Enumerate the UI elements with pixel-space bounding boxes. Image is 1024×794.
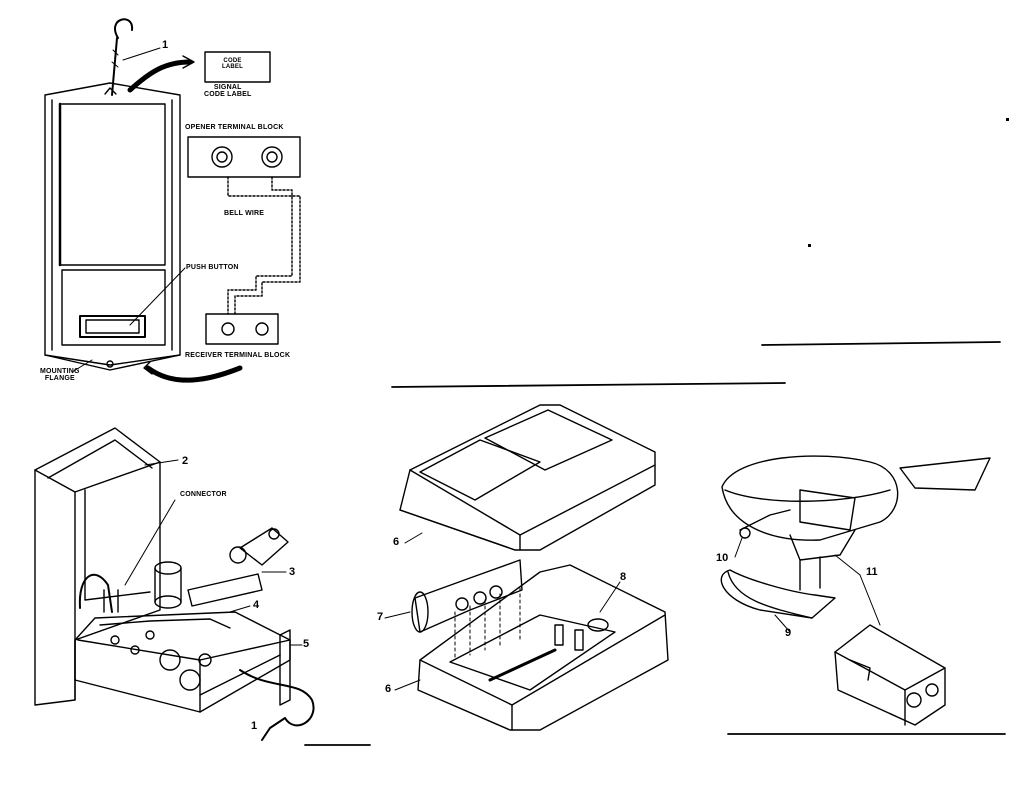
code-label-box-text: CODE LABEL [222,58,243,70]
part-number-9: 9 [785,627,792,639]
receiver-terminal-block-label: RECEIVER TERMINAL BLOCK [185,352,291,359]
part-number-8: 8 [620,571,627,583]
mounting-flange-label: MOUNTING FLANGE [40,368,80,382]
push-button-label: PUSH BUTTON [186,264,239,271]
wall-console-front-view [44,18,301,383]
tick-mark [808,244,811,247]
part-number-4: 4 [253,599,260,611]
tick-mark [1006,118,1009,121]
part-number-3: 3 [289,566,296,578]
transmitter-exploded-view [384,404,669,731]
console-exploded-view [34,427,315,741]
bell-wire-label: BELL WIRE [224,210,265,217]
part-number-1-top: 1 [162,39,169,51]
part-number-6-base: 6 [385,683,392,695]
part-number-5: 5 [303,638,310,650]
part-number-2: 2 [182,455,189,467]
part-number-6-cover: 6 [393,536,400,548]
opener-terminal-block-label: OPENER TERMINAL BLOCK [185,124,284,131]
part-number-10: 10 [716,552,729,564]
part-number-1-bottom: 1 [251,720,258,732]
connector-label: CONNECTOR [180,491,227,498]
part-number-7: 7 [377,611,384,623]
signal-code-label: SIGNAL CODE LABEL [204,84,252,98]
remote-battery-view [720,455,991,726]
part-number-11: 11 [866,566,878,578]
